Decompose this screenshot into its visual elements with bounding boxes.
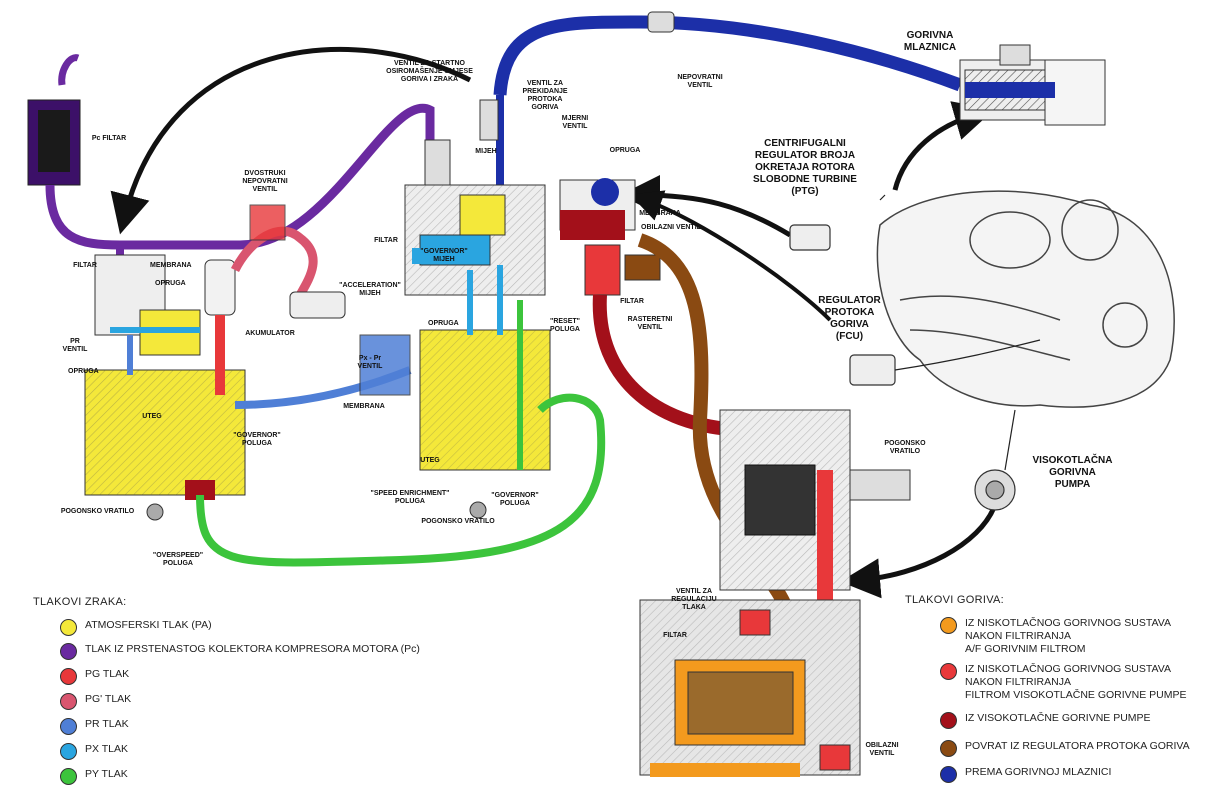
label-obilazni-ventil-top: OBILAZNI VENTIL [641, 224, 701, 231]
legend-swatch [940, 663, 957, 680]
label-nepovratni-ventil: NEPOVRATNI VENTIL [677, 74, 723, 89]
label-membrana-left: MEMBRANA [150, 262, 192, 269]
legend-air-item: PX TLAK [60, 743, 128, 760]
fcu-body [359, 99, 551, 519]
label-px-pr-ventil: Px - Pr VENTIL [357, 355, 383, 370]
legend-air-title: TLAKOVI ZRAKA: [33, 596, 127, 608]
label-akumulator: AKUMULATOR [245, 330, 295, 337]
legend-label: PR TLAK [85, 718, 129, 730]
legend-swatch [60, 643, 77, 660]
label-centrifugalni: CENTRIFUGALNI REGULATOR BROJA OKRETAJA R… [753, 138, 857, 197]
legend-swatch [60, 718, 77, 735]
legend-fuel-item: PREMA GORIVNOJ MLAZNICI [940, 766, 1111, 783]
legend-label: PG TLAK [85, 668, 130, 680]
fcu-to-reset-arrow [629, 190, 832, 322]
label-opruga-mid: OPRUGA [428, 320, 459, 327]
hp-pump-unit [974, 469, 1016, 511]
legend-label: TLAK IZ PRSTENASTOG KOLEKTORA KOMPRESORA… [85, 643, 420, 655]
legend-swatch [940, 766, 957, 783]
label-ventil-startno: VENTIL ZA STARTNO OSIROMAŠENJE SMJESE GO… [386, 60, 473, 83]
legend-swatch [940, 617, 957, 634]
metering-valve [559, 178, 661, 296]
fuel-nozzle [959, 44, 1106, 126]
label-rasteretni-ventil: RASTERETNI VENTIL [627, 316, 673, 331]
legend-air-item: PR TLAK [60, 718, 129, 735]
label-reset-poluga: "RESET" POLUGA [550, 318, 580, 333]
legend-swatch [60, 693, 77, 710]
legend-swatch [60, 668, 77, 685]
label-ventil-prekidanje: VENTIL ZA PREKIDANJE PROTOKA GORIVA [522, 80, 568, 111]
label-overspeed-poluga: "OVERSPEED" POLUGA [152, 552, 204, 567]
legend-fuel-item: IZ NISKOTLAČNOG GORIVNOG SUSTAVA NAKON F… [940, 617, 1171, 656]
label-opruga-left: OPRUGA [155, 280, 186, 287]
label-membrana-mid: MEMBRANA [343, 403, 385, 410]
py-line [196, 393, 606, 567]
label-opruga-right: OPRUGA [609, 147, 641, 154]
label-governor-poluga-mid: "GOVERNOR" POLUGA [491, 492, 539, 507]
legend-label: ATMOSFERSKI TLAK (PA) [85, 619, 212, 631]
engine-illustration [876, 190, 1175, 408]
pump-housing [639, 409, 911, 777]
label-governor-mijeh: "GOVERNOR" MIJEH [412, 248, 476, 264]
pump-to-pump-arrow [840, 504, 998, 599]
label-dvostruki-ventil: DVOSTRUKI NEPOVRATNI VENTIL [242, 170, 288, 193]
label-visokotlacna-pumpa: VISOKOTLAČNA GORIVNA PUMPA [1032, 455, 1113, 490]
legend-swatch [940, 740, 957, 757]
label-filtar-pump: FILTAR [663, 632, 687, 639]
label-filtar-mid: FILTAR [374, 237, 398, 244]
label-opruga-outer: OPRUGA [68, 368, 99, 375]
label-ventil-regulaciju: VENTIL ZA REGULACIJU TLAKA [671, 588, 717, 611]
legend-label: PG' TLAK [85, 693, 132, 705]
pc-line [58, 54, 80, 86]
label-filtar-left: FILTAR [73, 262, 97, 269]
legend-air-item: ATMOSFERSKI TLAK (PA) [60, 619, 212, 636]
legend-label: IZ VISOKOTLAČNE GORIVNE PUMPE [965, 712, 1151, 724]
legend-label: PX TLAK [85, 743, 128, 755]
legend-air-item: PG TLAK [60, 668, 129, 685]
ptg-feedback-arrow [110, 47, 472, 235]
legend-air-item: PY TLAK [60, 768, 128, 785]
label-pr-ventil: PR VENTIL [62, 338, 88, 353]
legend-label: POVRAT IZ REGULATORA PROTOKA GORIVA [965, 740, 1190, 752]
label-obilazni-ventil-pump: OBILAZNI VENTIL [865, 742, 899, 757]
legend-swatch [60, 619, 77, 636]
label-filtar-right: FILTAR [620, 298, 644, 305]
legend-label: IZ NISKOTLAČNOG GORIVNOG SUSTAVA NAKON F… [965, 617, 1171, 655]
legend-swatch [60, 768, 77, 785]
legend-swatch [60, 743, 77, 760]
label-mjerni-ventil: MJERNI VENTIL [561, 115, 589, 130]
label-membrana-right: MEMBRANA [639, 210, 681, 217]
legend-label: IZ NISKOTLAČNOG GORIVNOG SUSTAVA NAKON F… [965, 663, 1187, 701]
label-speed-enrichment: "SPEED ENRICHMENT" POLUGA [370, 490, 450, 505]
legend-air-item: PG' TLAK [60, 693, 131, 710]
legend-fuel-item: IZ NISKOTLAČNOG GORIVNOG SUSTAVA NAKON F… [940, 663, 1187, 702]
label-pogonsko-vratilo-pump: POGONSKO VRATILO [884, 440, 926, 455]
label-gorivna-mlaznica: GORIVNA MLAZNICA [903, 30, 957, 53]
engine-to-nozzle-arrow [892, 101, 995, 191]
label-governor-poluga-left: "GOVERNOR" POLUGA [233, 432, 281, 447]
label-uteg-mid: UTEG [420, 457, 440, 464]
label-mijeh-top: MIJEH [475, 148, 497, 155]
label-acceleration-mijeh: "ACCELERATION" MIJEH [339, 282, 401, 297]
ptg-unit [789, 224, 831, 251]
legend-label: PY TLAK [85, 768, 128, 780]
fcu-unit [849, 354, 896, 386]
legend-air-item: TLAK IZ PRSTENASTOG KOLEKTORA KOMPRESORA… [60, 643, 420, 660]
label-uteg-left: UTEG [142, 413, 162, 420]
label-pogonsko-vratilo-mid: POGONSKO VRATILO [421, 518, 495, 525]
legend-label: PREMA GORIVNOJ MLAZNICI [965, 766, 1112, 778]
label-pc-filtar: Pc FILTAR [91, 135, 127, 142]
legend-fuel-title: TLAKOVI GORIVA: [905, 594, 1005, 606]
label-regulator-protoka: REGULATOR PROTOKA GORIVA (FCU) [818, 295, 881, 342]
label-pogonsko-vratilo-left: POGONSKO VRATILO [60, 508, 135, 515]
legend-swatch [940, 712, 957, 729]
legend-fuel-item: POVRAT IZ REGULATORA PROTOKA GORIVA [940, 740, 1190, 757]
legend-fuel-item: IZ VISOKOTLAČNE GORIVNE PUMPE [940, 712, 1151, 729]
